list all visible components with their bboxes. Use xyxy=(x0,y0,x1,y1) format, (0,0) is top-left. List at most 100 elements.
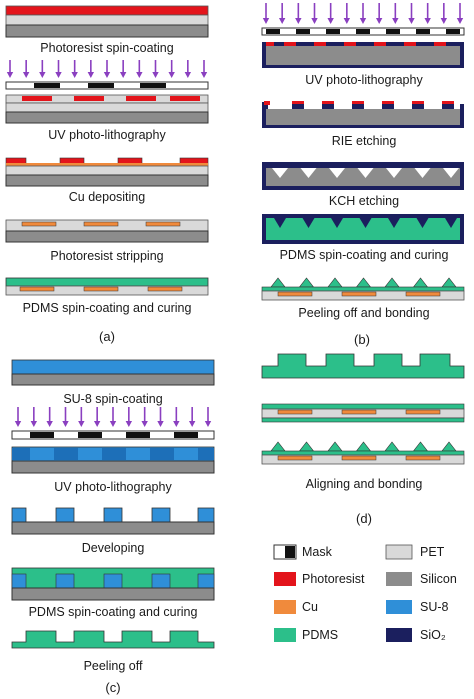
d-bonded-layer xyxy=(261,441,465,465)
uv-arrow-head xyxy=(22,72,30,78)
uv-arrows xyxy=(6,60,208,78)
b-mask xyxy=(261,27,465,36)
uv-arrow-head xyxy=(359,18,367,24)
uv-arrow-head xyxy=(78,421,85,427)
uv-arrows xyxy=(14,407,212,427)
panel-c-label: (c) xyxy=(105,680,121,695)
b-step3-caption: KCH etching xyxy=(328,194,400,208)
a-mask xyxy=(5,81,209,90)
b-step5-stack xyxy=(261,277,465,301)
pet-layer xyxy=(5,14,209,26)
uv-arrow-head xyxy=(295,18,302,24)
uv-arrow-head xyxy=(46,421,53,427)
v-groove xyxy=(329,168,345,178)
uv-arrow-head xyxy=(141,421,148,427)
uv-arrow-head xyxy=(375,18,383,24)
v-groove xyxy=(414,168,431,178)
c-step1-caption: SU-8 spin-coating xyxy=(63,392,163,406)
silicon-layer xyxy=(5,24,209,38)
uv-arrow-head xyxy=(327,18,334,24)
panel-b xyxy=(261,3,465,301)
legend-silicon-swatch xyxy=(386,572,412,586)
uv-arrow-head xyxy=(39,72,46,78)
pdms-tooth xyxy=(445,218,457,228)
legend-silicon-label: Silicon xyxy=(420,572,457,586)
uv-arrow-head xyxy=(125,421,133,427)
v-groove xyxy=(272,168,288,178)
d-pdms-channel-layer xyxy=(261,353,465,379)
uv-arrow-head xyxy=(168,72,175,78)
pdms-pyramid xyxy=(327,277,343,288)
legend-photoresist-label: Photoresist xyxy=(302,572,365,586)
b-step2-stack xyxy=(262,101,464,128)
uv-arrow-head xyxy=(456,18,464,24)
pdms-pyramid xyxy=(298,277,315,288)
pdms-pyramid xyxy=(270,277,286,288)
panel-d xyxy=(261,353,465,465)
c-mask xyxy=(11,430,215,440)
c-step5-caption: Peeling off xyxy=(83,659,143,673)
uv-arrow-head xyxy=(157,421,164,427)
photoresist-layer xyxy=(5,5,209,16)
uv-arrow-head xyxy=(55,72,62,78)
uv-arrow-head xyxy=(119,72,127,78)
c-step2-caption: UV photo-lithography xyxy=(54,480,172,494)
b-step3-stack xyxy=(262,162,464,190)
legend-pdms-swatch xyxy=(274,628,296,642)
legend-mask-label: Mask xyxy=(302,545,332,559)
legend-su8-label: SU-8 xyxy=(420,600,449,614)
uv-arrow-head xyxy=(278,18,286,24)
uv-arrow-head xyxy=(87,72,95,78)
pdms-pyramid xyxy=(327,441,343,452)
uv-arrow-head xyxy=(71,72,78,78)
legend-pet-swatch xyxy=(385,544,413,560)
c-step4-caption: PDMS spin-coating and curing xyxy=(28,605,198,619)
pdms-pyramid xyxy=(441,441,457,452)
pdms-pyramid xyxy=(412,441,429,452)
panel-c xyxy=(11,359,215,649)
legend-su8-swatch xyxy=(386,600,412,614)
v-groove xyxy=(300,168,317,178)
b-step1-caption: UV photo-lithography xyxy=(305,73,423,87)
panel-b-label: (b) xyxy=(354,332,370,347)
pdms-pyramid xyxy=(270,441,286,452)
uv-arrow-head xyxy=(440,18,448,24)
c-step3-caption: Developing xyxy=(81,541,145,555)
a-step5-stack xyxy=(5,277,209,296)
pdms-tooth xyxy=(388,218,400,228)
c-step2-stack xyxy=(11,446,215,474)
pdms-tooth xyxy=(302,218,315,228)
uv-arrows xyxy=(262,3,464,24)
pdms-pyramid xyxy=(355,277,372,288)
pdms-tooth xyxy=(331,218,343,228)
uv-arrow-head xyxy=(184,72,192,78)
uv-arrow-head xyxy=(136,72,143,78)
c-step3-stack xyxy=(11,507,215,535)
uv-arrow-head xyxy=(103,72,111,78)
uv-arrow-head xyxy=(343,18,351,24)
c-step1-stack xyxy=(11,359,215,386)
b-step4-stack xyxy=(262,214,464,244)
b-step1-stack xyxy=(262,42,464,68)
uv-arrow-head xyxy=(424,18,431,24)
panel-a xyxy=(5,5,209,296)
b-step5-caption: Peeling off and bonding xyxy=(298,306,430,320)
legend-pet-label: PET xyxy=(420,545,445,559)
uv-arrow-head xyxy=(262,18,270,24)
uv-arrow-head xyxy=(109,421,117,427)
d-electrode-layer xyxy=(261,403,465,423)
legend-cu-label: Cu xyxy=(302,600,318,614)
a-step1-caption: Photoresist spin-coating xyxy=(40,41,174,55)
a-step3-stack xyxy=(5,157,209,187)
a-step2-stack xyxy=(5,94,209,124)
panel-d-label: (d) xyxy=(356,511,372,526)
legend-sio2-swatch xyxy=(386,628,412,642)
pdms-pyramid xyxy=(384,441,400,452)
pdms-tooth xyxy=(416,218,429,228)
legend xyxy=(273,544,413,642)
a-step5-caption: PDMS spin-coating and curing xyxy=(22,301,192,315)
pdms-pyramid xyxy=(384,277,400,288)
uv-arrow-head xyxy=(188,421,196,427)
pdms-pyramid xyxy=(412,277,429,288)
